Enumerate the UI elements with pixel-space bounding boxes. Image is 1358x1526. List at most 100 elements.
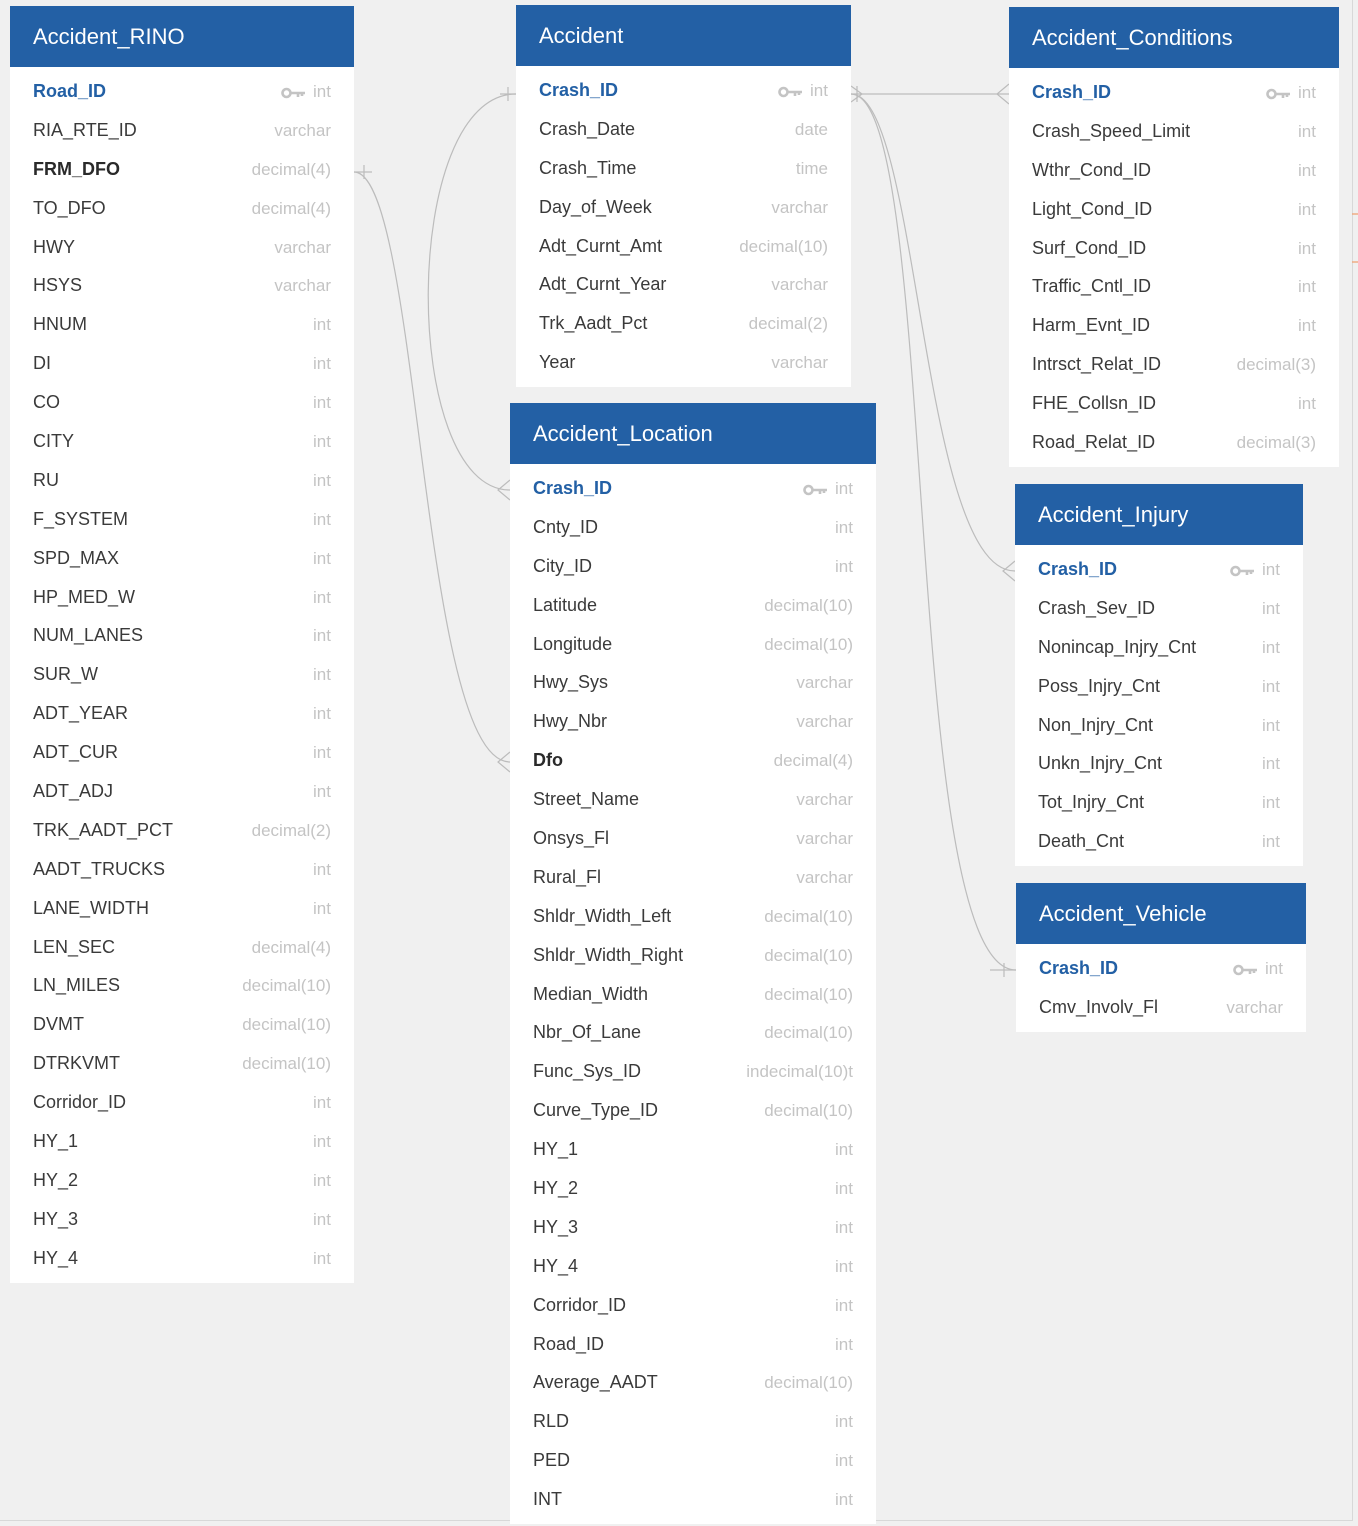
table-title[interactable]: Accident_Location (510, 403, 876, 464)
column-type-label: int (1262, 560, 1280, 579)
table-title[interactable]: Accident_Vehicle (1016, 883, 1306, 944)
table-title[interactable]: Accident_RINO (10, 6, 354, 67)
column-type-label: int (313, 82, 331, 101)
table-title[interactable]: Accident_Conditions (1009, 7, 1339, 68)
table-title[interactable]: Accident_Injury (1015, 484, 1303, 545)
table-title[interactable]: Accident (516, 5, 851, 66)
